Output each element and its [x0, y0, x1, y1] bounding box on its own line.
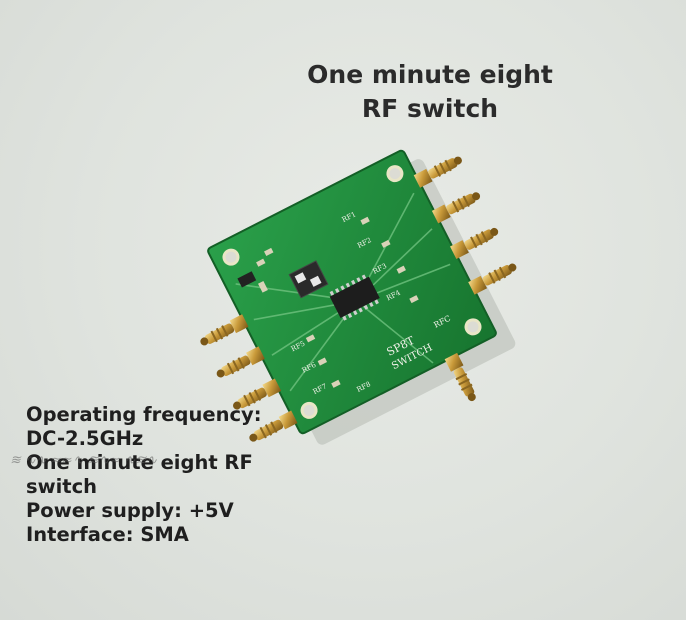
mounting-hole-icon [300, 401, 318, 419]
product-title-line-1: One minute eight [307, 60, 553, 89]
regulator-chip [237, 271, 257, 288]
watermark-icon: ≋ ∿∿ ≈≈∿ ≋∿≈ ∿≋∿ [10, 453, 158, 468]
spec-list: Operating frequency: DC-2.5GHz One minut… [26, 403, 296, 547]
mounting-hole-icon [222, 248, 240, 266]
sma-connector-icon [200, 314, 249, 346]
pcb-board: RF1 RF2 RF3 RF4 RF5 RF6 RF7 RF8 RFC SP8T… [200, 149, 517, 442]
spec-line: Operating frequency: [26, 403, 262, 426]
dip-switch [288, 260, 329, 299]
spec-line: Power supply: +5V [26, 499, 234, 522]
sma-connector-icon [450, 227, 499, 260]
spec-line: DC-2.5GHz [26, 427, 144, 450]
product-title: One minute eight RF switch [270, 58, 590, 126]
mounting-hole-icon [386, 165, 404, 183]
spec-line: Interface: SMA [26, 523, 189, 546]
sma-connector-icon [468, 263, 517, 295]
sma-connector-icon [216, 346, 265, 378]
switch-ic [329, 276, 380, 319]
sma-connector-icon [431, 192, 481, 224]
mounting-hole-icon [464, 318, 482, 336]
spec-line: switch [26, 475, 98, 498]
sma-connector-icon [413, 156, 462, 188]
sma-connector-icon [444, 352, 476, 402]
spec-line: One minute eight RF [26, 451, 253, 474]
sma-connector-icon [233, 378, 282, 410]
product-title-line-2: RF switch [361, 94, 499, 123]
sma-connector-icon [249, 410, 298, 442]
